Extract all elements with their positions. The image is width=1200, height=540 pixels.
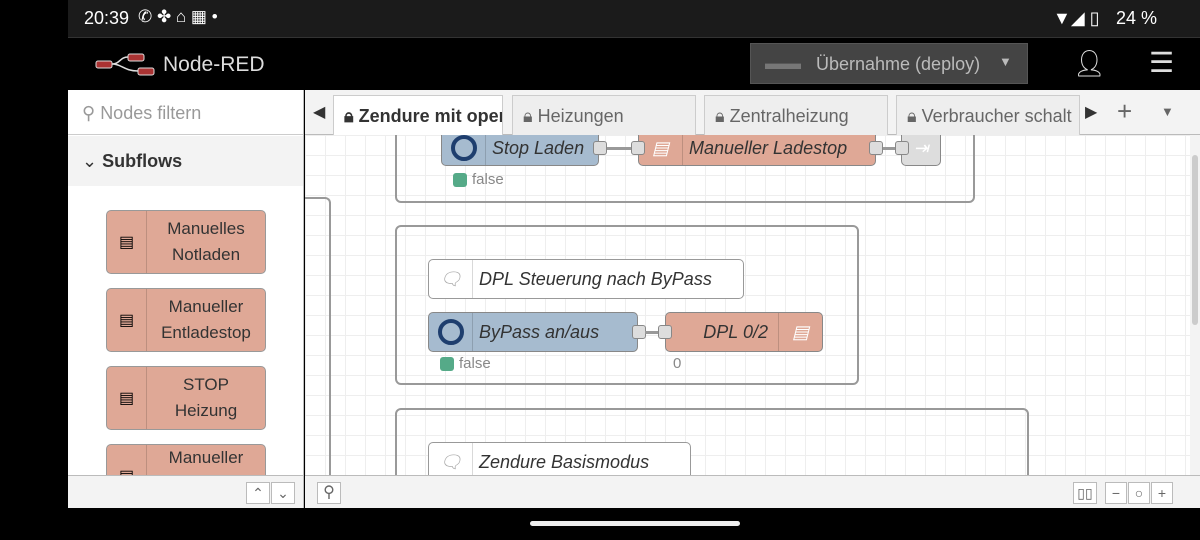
toggle-icon — [429, 313, 473, 351]
comment-icon: 🗨︎ — [429, 260, 473, 298]
comment-icon: 🗨︎ — [429, 443, 473, 475]
wire — [645, 331, 665, 334]
status-bar: 20:39 ✆ ✤ ⌂ ▦ • ▼◢ ▯ 24 % — [68, 0, 1200, 37]
subflow-icon: ▤ — [778, 313, 822, 351]
node-status: false — [453, 171, 504, 188]
zoom-in-button[interactable]: + — [1151, 482, 1173, 504]
inject-node[interactable]: Stop Laden — [441, 135, 599, 166]
group-edge — [305, 197, 331, 475]
search-flows-button[interactable]: ⚲ — [317, 482, 341, 504]
node-status: 0 — [673, 355, 682, 372]
signal-icons: ▼◢ ▯ — [1053, 8, 1100, 28]
subflow-node[interactable]: DPL 0/2▤ — [665, 312, 823, 352]
toggle-icon — [442, 135, 486, 165]
canvas-scrollbar[interactable] — [1190, 135, 1200, 475]
home-indicator[interactable] — [530, 521, 740, 526]
canvas-footer: ⚲ ▯▯ − ○ + — [305, 475, 1200, 508]
tab-zendure[interactable]: 🔒︎ Zendure mit open — [333, 95, 503, 136]
battery-text: 24 % — [1116, 8, 1158, 28]
navigator-map-icon[interactable]: ▯▯ — [1073, 482, 1097, 504]
flow-group[interactable] — [395, 135, 975, 203]
app-title: Node-RED — [163, 53, 265, 76]
subflow-icon: ▤ — [107, 445, 147, 475]
input-port[interactable] — [895, 141, 909, 155]
deploy-button[interactable]: ▬▬ Übernahme (deploy) ▼ — [750, 43, 1028, 84]
node-filter-input[interactable]: ⚲ Nodes filtern — [68, 90, 303, 135]
palette-footer: ⌃ ⌄ — [68, 475, 303, 508]
subflow-icon: ▤ — [107, 211, 147, 273]
expand-all-button[interactable]: ⌄ — [271, 482, 295, 504]
scroll-right-icon[interactable]: ▶ — [1085, 104, 1098, 121]
comment-node[interactable]: 🗨︎Zendure Basismodus — [428, 442, 691, 475]
output-port[interactable] — [869, 141, 883, 155]
add-tab-button[interactable]: + — [1117, 96, 1133, 126]
system-nav-bar — [68, 508, 1200, 540]
comment-node[interactable]: 🗨︎DPL Steuerung nach ByPass — [428, 259, 744, 299]
header: Node-RED ▬▬ Übernahme (deploy) ▼ 👤︎ ☰ — [68, 37, 1200, 90]
flow-canvas[interactable]: Stop Laden ▤Manueller Ladestop ⇥ false 🗨… — [305, 135, 1190, 475]
input-port[interactable] — [631, 141, 645, 155]
palette-node[interactable]: ▤Manueller — [106, 444, 266, 475]
notification-icons: ✆ ✤ ⌂ ▦ • — [138, 7, 218, 26]
node-red-logo-icon — [95, 53, 155, 76]
zoom-reset-button[interactable]: ○ — [1128, 482, 1150, 504]
collapse-all-button[interactable]: ⌃ — [246, 482, 270, 504]
subflow-icon: ▤ — [639, 135, 683, 165]
clock: 20:39 — [84, 8, 130, 28]
wire — [607, 147, 637, 150]
flow-group[interactable] — [395, 408, 1029, 475]
subflow-icon: ▤ — [107, 367, 147, 429]
category-subflows[interactable]: ⌄ Subflows — [68, 136, 303, 186]
flow-group[interactable] — [395, 225, 859, 385]
scroll-left-icon[interactable]: ◀ — [313, 104, 326, 121]
input-port[interactable] — [658, 325, 672, 339]
output-port[interactable] — [593, 141, 607, 155]
subflow-icon: ▤ — [107, 289, 147, 351]
search-icon: ⚲ — [82, 103, 101, 123]
menu-icon[interactable]: ☰ — [1149, 47, 1175, 78]
wire — [883, 147, 903, 150]
tab-menu-icon[interactable]: ▼ — [1161, 104, 1174, 119]
zoom-out-button[interactable]: − — [1105, 482, 1127, 504]
chevron-down-icon: ⌄ — [82, 151, 103, 171]
subflow-node[interactable]: ▤Manueller Ladestop — [638, 135, 876, 166]
user-icon[interactable]: 👤︎ — [1073, 48, 1107, 78]
tab-heizungen[interactable]: 🔒︎ Heizungen — [512, 95, 696, 135]
inject-node[interactable]: ByPass an/aus — [428, 312, 638, 352]
deploy-icon: ▬▬ — [765, 53, 801, 73]
node-status: false — [440, 355, 491, 372]
link-out-icon: ⇥ — [913, 137, 929, 158]
output-port[interactable] — [632, 325, 646, 339]
tab-verbraucher[interactable]: 🔒︎ Verbraucher schalt — [896, 95, 1080, 135]
chevron-down-icon[interactable]: ▼ — [999, 54, 1012, 69]
workspace-tabs: ◀ 🔒︎ Zendure mit open 🔒︎ Heizungen 🔒︎ Ze… — [305, 90, 1200, 136]
tab-zentralheizung[interactable]: 🔒︎ Zentralheizung — [704, 95, 888, 135]
